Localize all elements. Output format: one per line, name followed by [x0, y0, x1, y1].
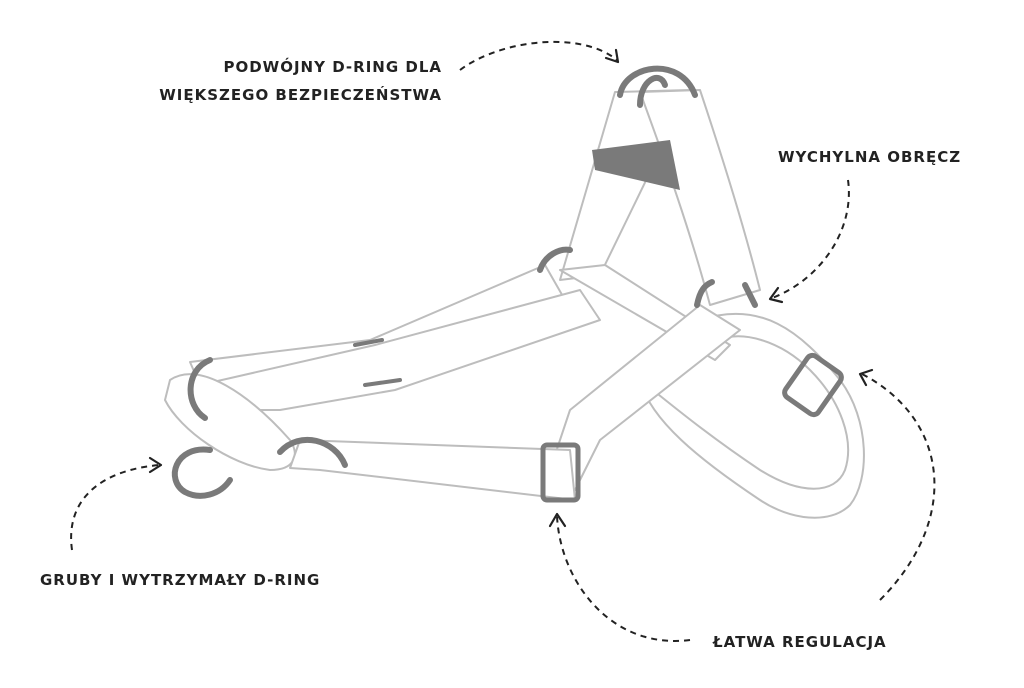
- arrow-head-icon: [768, 286, 784, 304]
- arrow-head-icon: [858, 368, 874, 387]
- strap-keeper-1: [363, 378, 402, 387]
- bottom-buckle: [540, 442, 581, 503]
- arrow-head-icon: [548, 512, 567, 528]
- right-buckle: [782, 352, 844, 418]
- top-d-ring-1: [617, 65, 698, 98]
- left-lower-strap: [199, 289, 601, 411]
- label-easy-adjust: ŁATWA REGULACJA: [713, 633, 887, 651]
- arrow-right-buckle: [861, 373, 936, 601]
- shoulder-ring: [537, 246, 573, 273]
- bottom-strap: [289, 439, 576, 501]
- label-tilting-ring: WYCHYLNA OBRĘCZ: [778, 148, 962, 166]
- tilting-ring: [742, 282, 758, 308]
- label-double-dring: PODWÓJNY D-RING DLA WIĘKSZEGO BEZPIECZEŃ…: [159, 53, 442, 109]
- middle-d-ring: [277, 436, 348, 468]
- strap-keeper-2: [353, 338, 384, 347]
- arrow-tilting-ring: [771, 179, 850, 299]
- label-double-dring-line1: PODWÓJNY D-RING DLA: [223, 58, 442, 76]
- arrow-head-icon: [604, 48, 620, 64]
- left-d-ring-bottom: [171, 446, 233, 499]
- side-ring: [694, 279, 715, 308]
- chest-strap-right: [639, 89, 761, 306]
- arrow-double-dring: [459, 40, 618, 71]
- chest-pad: [592, 140, 680, 190]
- left-d-ring-top: [187, 357, 213, 421]
- arrow-head-icon: [148, 456, 163, 474]
- label-thick-dring: GRUBY I WYTRZYMAŁY D-RING: [40, 571, 321, 589]
- arrow-easy-adjust: [556, 515, 691, 642]
- arrow-thick-dring: [70, 464, 161, 551]
- label-double-dring-line2: WIĘKSZEGO BEZPIECZEŃSTWA: [159, 86, 442, 104]
- top-d-ring-2: [637, 75, 668, 108]
